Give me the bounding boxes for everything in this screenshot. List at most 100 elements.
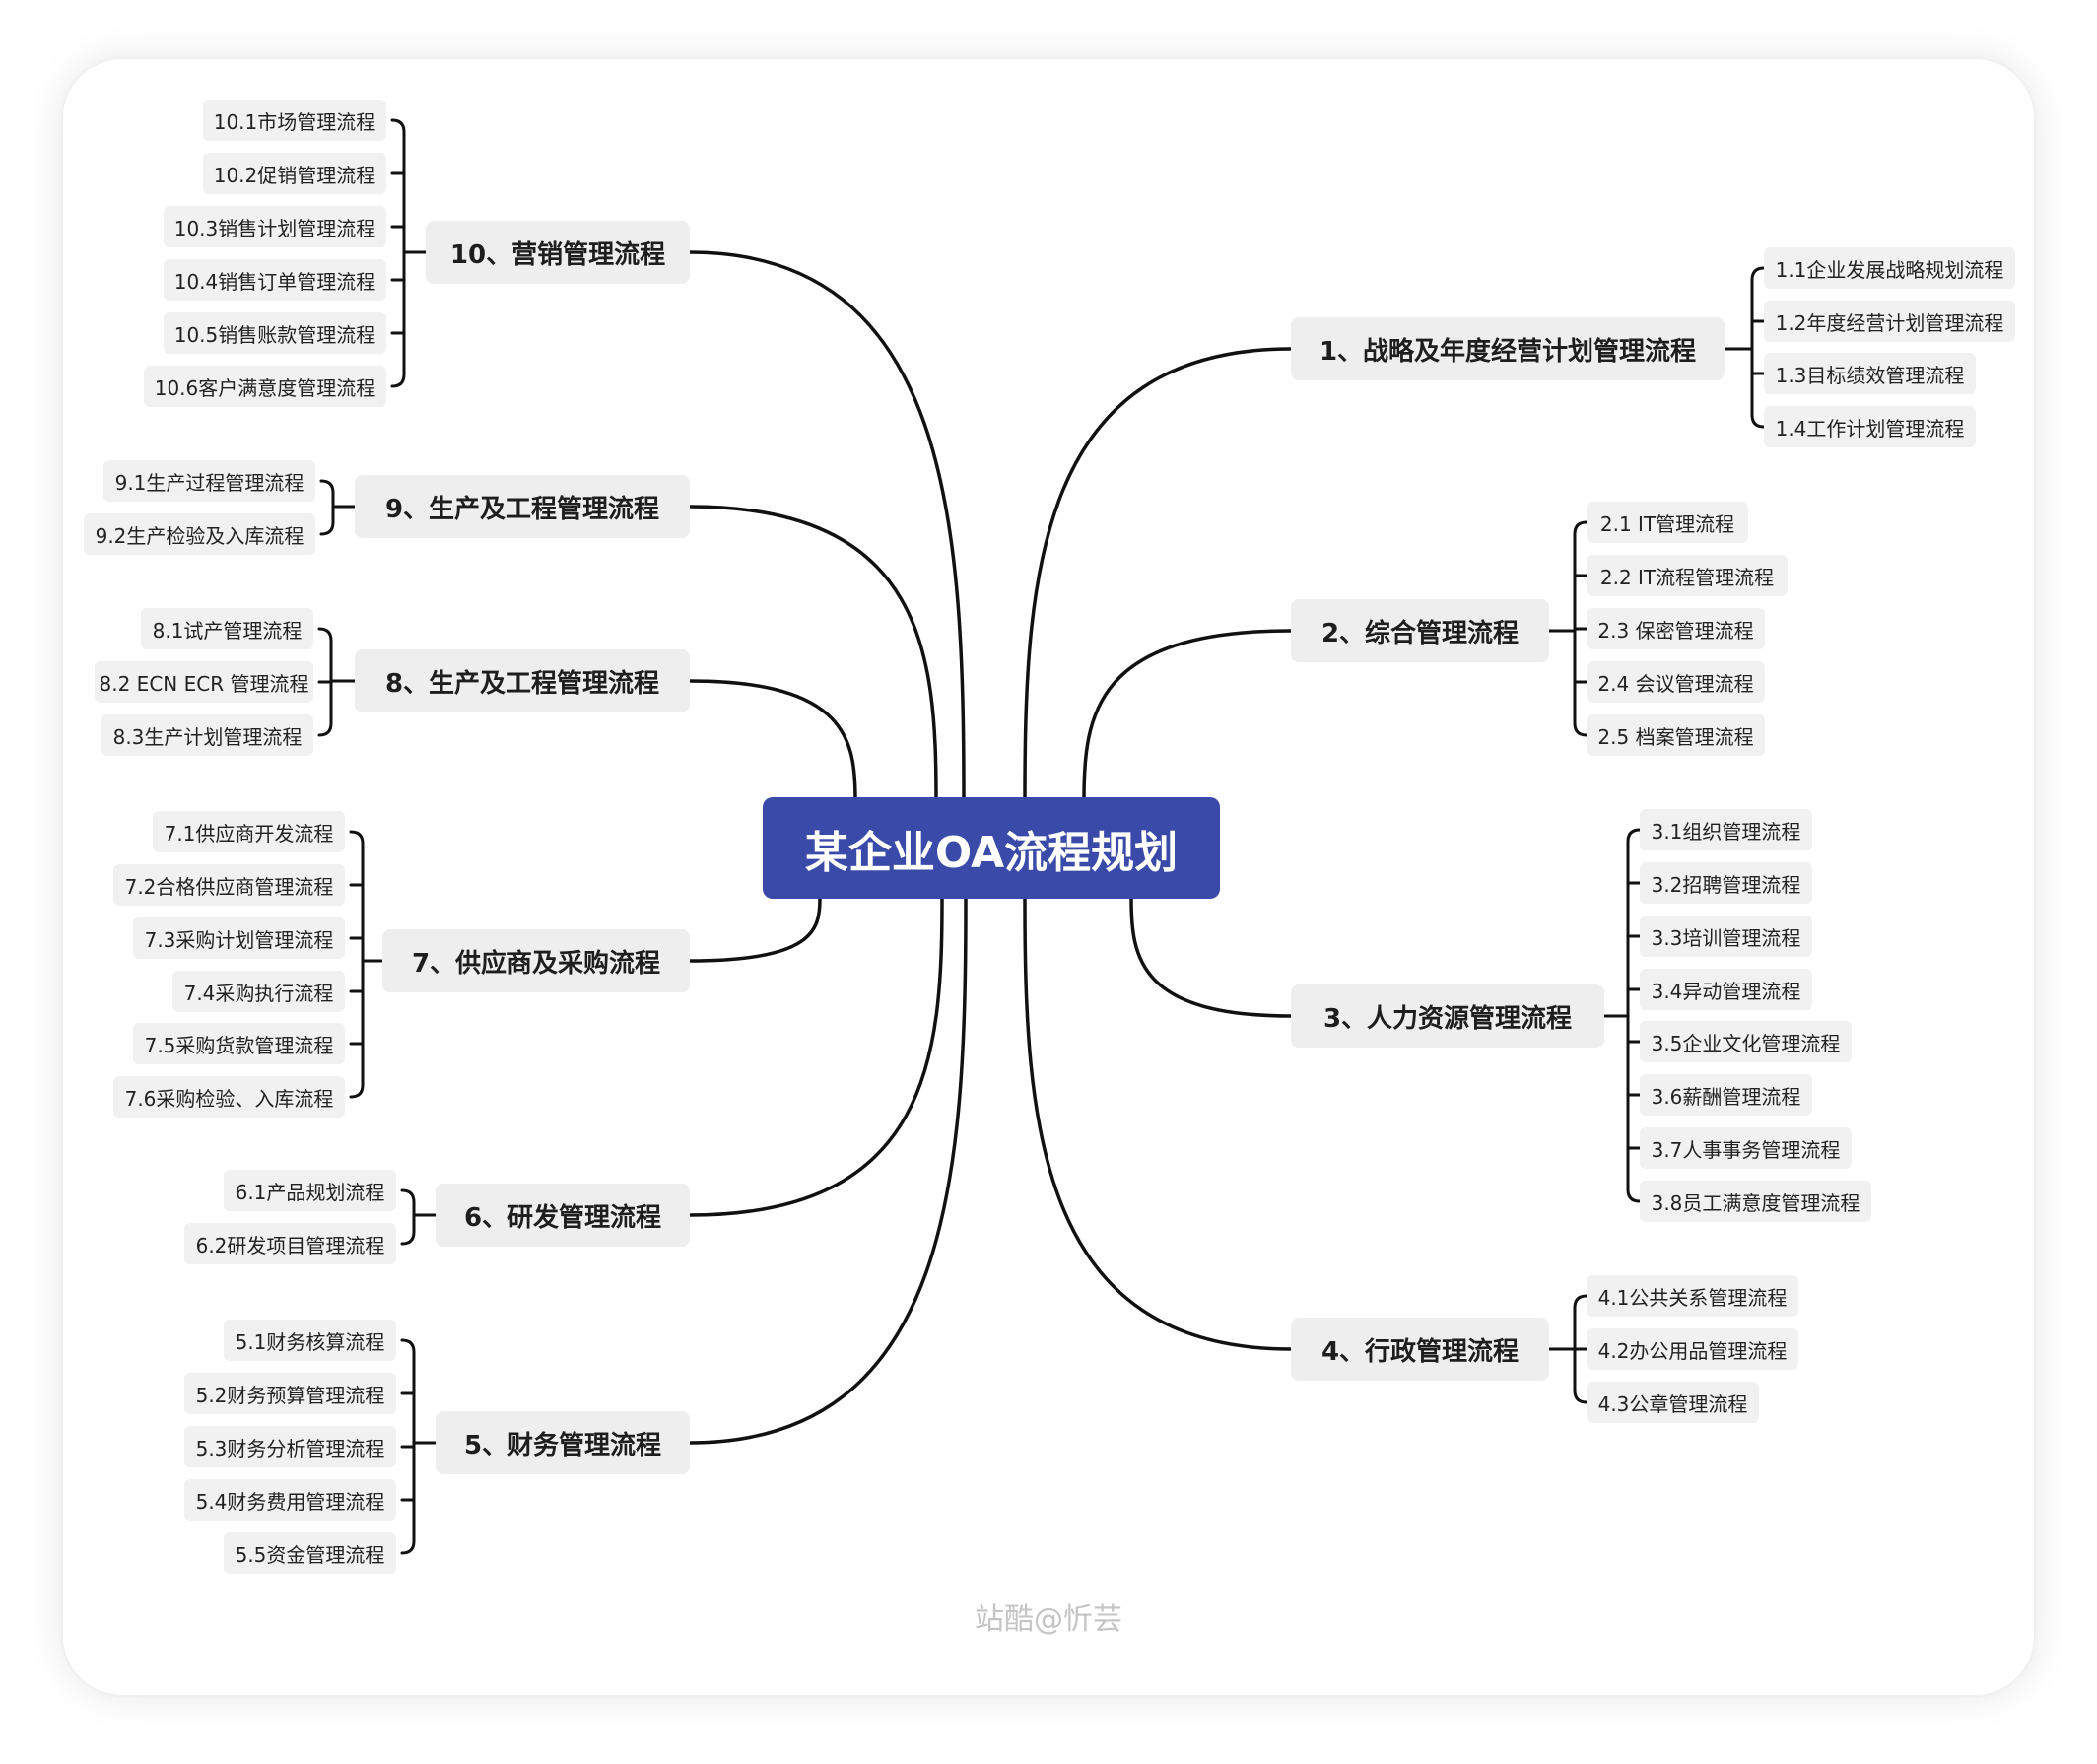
leaf-node[interactable]: 7.4采购执行流程: [172, 971, 345, 1012]
leaf-node[interactable]: 6.2研发项目管理流程: [184, 1223, 396, 1264]
leaf-label: 1.4工作计划管理流程: [1775, 416, 1965, 441]
leaf-label: 10.5销售账款管理流程: [173, 322, 376, 347]
leaf-label: 4.2办公用品管理流程: [1597, 1338, 1788, 1363]
leaf-label: 10.6客户满意度管理流程: [154, 375, 376, 400]
branch-label: 1、战略及年度经营计划管理流程: [1319, 336, 1697, 367]
b3-bracket: [1602, 828, 1642, 1203]
leaf-node[interactable]: 2.4 会议管理流程: [1587, 661, 1765, 703]
leaf-label: 1.3目标绩效管理流程: [1775, 363, 1965, 387]
leaf-label: 1.2年度经营计划管理流程: [1775, 310, 2004, 335]
b1-branch-node[interactable]: 1、战略及年度经营计划管理流程: [1291, 317, 1725, 380]
leaf-node[interactable]: 3.1组织管理流程: [1640, 809, 1812, 850]
leaf-node[interactable]: 10.2促销管理流程: [203, 153, 386, 194]
leaf-node[interactable]: 4.3公章管理流程: [1587, 1382, 1759, 1423]
b4-branch-node[interactable]: 4、行政管理流程: [1291, 1318, 1549, 1381]
b3-branch-node[interactable]: 3、人力资源管理流程: [1291, 984, 1604, 1048]
leaf-label: 10.4销售订单管理流程: [173, 269, 376, 294]
b9-branch-node[interactable]: 9、生产及工程管理流程: [355, 475, 690, 538]
b10-bracket: [390, 118, 428, 388]
leaf-label: 5.3财务分析管理流程: [195, 1436, 385, 1460]
leaf-node[interactable]: 5.1财务核算流程: [224, 1320, 396, 1361]
leaf-node[interactable]: 2.2 IT流程管理流程: [1587, 555, 1788, 596]
leaf-node[interactable]: 10.4销售订单管理流程: [164, 259, 386, 301]
leaf-label: 5.4财务费用管理流程: [195, 1489, 385, 1514]
leaf-label: 3.4异动管理流程: [1651, 979, 1801, 1003]
leaf-node[interactable]: 10.3销售计划管理流程: [164, 206, 386, 247]
leaf-node[interactable]: 1.3目标绩效管理流程: [1764, 353, 1976, 394]
root-label: 某企业OA流程规划: [804, 827, 1179, 878]
leaf-node[interactable]: 5.5资金管理流程: [224, 1532, 396, 1574]
leaf-node[interactable]: 2.3 保密管理流程: [1587, 608, 1765, 649]
leaf-node[interactable]: 10.1市场管理流程: [203, 100, 386, 141]
leaf-node[interactable]: 7.5采购货款管理流程: [133, 1023, 345, 1064]
leaf-node[interactable]: 1.1企业发展战略规划流程: [1764, 247, 2015, 289]
leaf-node[interactable]: 3.5企业文化管理流程: [1640, 1021, 1852, 1062]
leaf-label: 7.4采购执行流程: [183, 981, 334, 1005]
b10-main-connector: [688, 250, 966, 802]
leaf-node[interactable]: 7.1供应商开发流程: [153, 811, 345, 852]
leaf-label: 10.1市场管理流程: [213, 109, 376, 134]
leaf-label: 2.5 档案管理流程: [1597, 724, 1754, 749]
leaf-label: 2.3 保密管理流程: [1597, 618, 1754, 643]
leaf-node[interactable]: 3.6薪酬管理流程: [1640, 1074, 1812, 1116]
branch-label: 6、研发管理流程: [463, 1202, 662, 1233]
leaf-node[interactable]: 8.3生产计划管理流程: [101, 714, 313, 756]
leaf-label: 4.1公共关系管理流程: [1597, 1285, 1788, 1310]
leaf-node[interactable]: 10.6客户满意度管理流程: [144, 366, 386, 407]
leaf-node[interactable]: 9.2生产检验及入库流程: [84, 513, 315, 555]
leaf-node[interactable]: 1.2年度经营计划管理流程: [1764, 301, 2015, 342]
leaf-node[interactable]: 2.1 IT管理流程: [1587, 502, 1748, 543]
leaf-node[interactable]: 9.1生产过程管理流程: [103, 460, 315, 502]
root-node[interactable]: 某企业OA流程规划: [763, 797, 1220, 899]
b6-bracket: [400, 1188, 438, 1246]
leaf-node[interactable]: 2.5 档案管理流程: [1587, 714, 1765, 756]
leaf-label: 10.2促销管理流程: [213, 163, 376, 187]
leaf-label: 2.4 会议管理流程: [1597, 671, 1754, 696]
leaf-node[interactable]: 6.1产品规划流程: [224, 1170, 396, 1211]
leaf-label: 6.2研发项目管理流程: [195, 1233, 385, 1257]
leaf-node[interactable]: 5.4财务费用管理流程: [184, 1479, 396, 1521]
leaf-node[interactable]: 8.2 ECN ECR 管理流程: [95, 661, 313, 703]
branch-label: 4、行政管理流程: [1320, 1336, 1520, 1367]
branch-label: 9、生产及工程管理流程: [384, 494, 660, 524]
leaf-node[interactable]: 3.2招聘管理流程: [1640, 862, 1812, 904]
b4-main-connector: [1023, 897, 1293, 1351]
leaf-node[interactable]: 5.2财务预算管理流程: [184, 1373, 396, 1414]
b8-branch-node[interactable]: 8、生产及工程管理流程: [355, 649, 690, 712]
leaf-node[interactable]: 7.3采购计划管理流程: [133, 917, 345, 959]
leaf-label: 7.2合格供应商管理流程: [124, 874, 334, 899]
b1-bracket: [1723, 266, 1766, 429]
b8-main-connector: [688, 679, 857, 802]
leaf-node[interactable]: 3.4异动管理流程: [1640, 969, 1812, 1010]
b5-branch-node[interactable]: 5、财务管理流程: [436, 1411, 690, 1474]
leaf-label: 2.2 IT流程管理流程: [1599, 565, 1775, 589]
leaf-node[interactable]: 4.1公共关系管理流程: [1587, 1275, 1798, 1317]
branch-label: 3、人力资源管理流程: [1322, 1003, 1573, 1034]
b6-branch-node[interactable]: 6、研发管理流程: [436, 1184, 690, 1247]
leaf-node[interactable]: 10.5销售账款管理流程: [164, 312, 386, 354]
leaf-node[interactable]: 4.2办公用品管理流程: [1587, 1328, 1798, 1370]
leaf-label: 3.2招聘管理流程: [1651, 872, 1801, 897]
leaf-label: 5.2财务预算管理流程: [195, 1383, 385, 1407]
leaf-label: 7.5采购货款管理流程: [144, 1033, 334, 1057]
leaf-label: 8.2 ECN ECR 管理流程: [99, 671, 309, 696]
leaf-label: 10.3销售计划管理流程: [173, 216, 376, 240]
leaf-node[interactable]: 1.4工作计划管理流程: [1764, 406, 1976, 447]
b2-branch-node[interactable]: 2、综合管理流程: [1291, 599, 1549, 662]
b7-bracket: [349, 830, 384, 1099]
leaf-node[interactable]: 3.3培训管理流程: [1640, 916, 1812, 957]
b1-main-connector: [1023, 347, 1293, 802]
b6-main-connector: [688, 897, 944, 1217]
leaf-node[interactable]: 5.3财务分析管理流程: [184, 1426, 396, 1467]
b10-branch-node[interactable]: 10、营销管理流程: [426, 221, 690, 284]
leaf-node[interactable]: 3.7人事事务管理流程: [1640, 1127, 1852, 1169]
b7-branch-node[interactable]: 7、供应商及采购流程: [382, 929, 690, 992]
leaf-node[interactable]: 8.1试产管理流程: [141, 608, 313, 649]
leaf-node[interactable]: 7.6采购检验、入库流程: [113, 1076, 345, 1118]
b2-main-connector: [1082, 629, 1293, 802]
leaf-node[interactable]: 7.2合格供应商管理流程: [113, 864, 345, 906]
leaf-label: 5.1财务核算流程: [235, 1329, 385, 1354]
branch-label: 10、营销管理流程: [449, 239, 666, 270]
leaf-label: 3.8员工满意度管理流程: [1651, 1190, 1860, 1215]
leaf-node[interactable]: 3.8员工满意度管理流程: [1640, 1181, 1871, 1222]
